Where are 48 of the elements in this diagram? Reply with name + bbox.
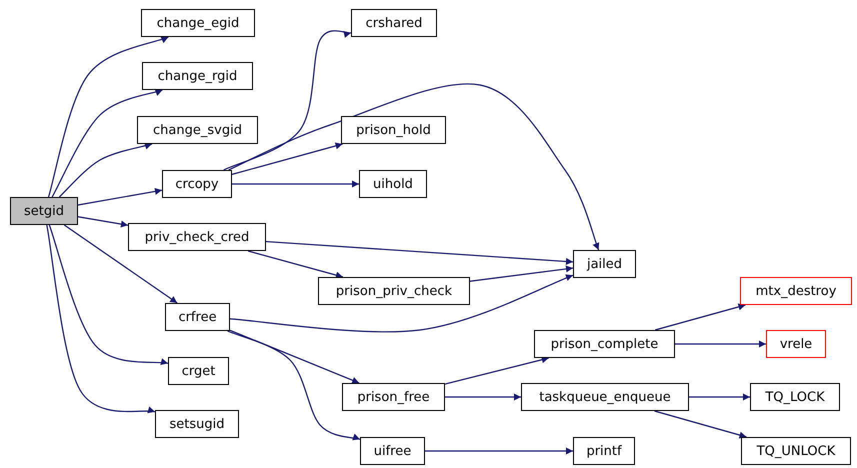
call-arrow [470,265,574,282]
function-box: crshared [351,9,437,37]
function-box: change_egid [141,9,255,37]
call-arrow [46,224,156,414]
call-arrow [230,330,360,384]
call-arrow [48,224,168,366]
function-box: vrele [766,330,826,358]
call-arrow [78,188,162,206]
call-arrow [654,304,746,331]
call-arrow [654,410,747,438]
call-arrow [425,448,573,454]
function-box: crfree [165,303,230,331]
call-arrow [232,142,343,175]
call-arrow [689,394,750,400]
call-arrow [223,30,351,171]
function-box: crcopy [162,170,232,198]
call-arrow [248,250,344,279]
function-box: setsugid [155,410,239,438]
function-box: priv_check_cred [128,223,266,251]
function-box: prison_complete [534,330,675,358]
function-box: prison_free [342,383,445,411]
function-box: taskqueue_enqueue [521,383,689,411]
function-box: uihold [359,170,427,198]
function-box: printf [573,437,635,465]
function-box: TQ_LOCK [750,383,840,411]
function-box: jailed [573,250,636,278]
call-arrow [48,36,169,198]
function-box: change_svgid [137,116,258,144]
call-arrow [227,330,360,441]
function-box: setgid [10,197,78,225]
function-box: TQ_UNLOCK [741,437,851,465]
call-arrow [78,216,128,228]
call-arrow [445,394,521,400]
call-arrow [58,142,152,198]
call-arrow [232,180,359,188]
function-box: prison_priv_check [318,277,470,305]
function-box: uifree [360,437,425,465]
function-box: prison_hold [341,116,446,144]
call-arrow [266,240,574,265]
function-box: mtx_destroy [740,277,852,305]
call-arrow [52,88,163,198]
call-arrow [64,224,178,304]
call-arrow [230,274,574,332]
call-arrow [444,356,549,385]
call-arrow [675,340,766,348]
function-box: crget [168,357,229,385]
function-box: change_rgid [142,62,253,90]
call-arrow [228,83,600,250]
